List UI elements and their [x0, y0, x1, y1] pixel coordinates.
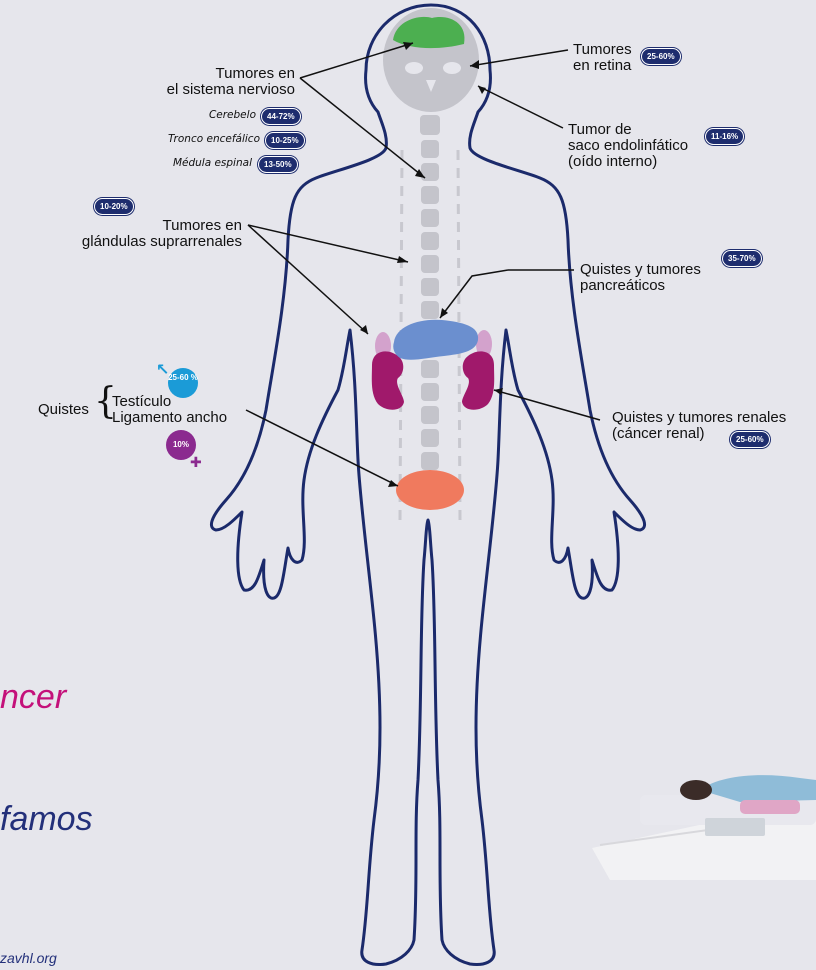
suprarrenal-badge: 10-20%	[94, 198, 134, 215]
testiculo-label: Testículo	[112, 394, 171, 410]
mri-machine-image	[592, 775, 816, 880]
cerebelo-badge: 44-72%	[261, 108, 301, 125]
partial-url-text: zavhl.org	[0, 950, 57, 966]
male-arrow-icon: ↖	[156, 360, 169, 379]
retina-badge: 25-60%	[641, 48, 681, 65]
suprarrenal-label: Tumores en glándulas suprarrenales	[20, 218, 242, 250]
ligamento-badge: 10%	[173, 440, 189, 449]
bladder	[396, 470, 464, 510]
partial-cancer-text: ncer	[0, 678, 66, 717]
saco-badge: 11-16%	[705, 128, 744, 145]
female-cross-icon: ✚	[190, 455, 202, 471]
medula-label: Médula espinal	[150, 157, 252, 169]
nervous-system-label: Tumores en el sistema nervioso	[120, 66, 295, 98]
ligamento-label: Ligamento ancho	[112, 410, 227, 426]
partial-famos-text: famos	[0, 800, 93, 839]
left-kidney	[372, 351, 404, 409]
tronco-label: Tronco encefálico	[150, 133, 260, 145]
retina-label: Tumores en retina	[573, 42, 632, 74]
quistes-label: Quistes	[38, 402, 89, 418]
pancreas	[393, 320, 478, 360]
cerebelo-label: Cerebelo	[150, 109, 256, 121]
pancreas-label: Quistes y tumores pancreáticos	[580, 262, 701, 294]
spine	[420, 115, 440, 470]
right-kidney	[462, 351, 494, 409]
male-symbol-badge: 25-60 %	[168, 368, 198, 398]
testiculo-badge: 25-60 %	[168, 373, 198, 382]
pancreas-badge: 35-70%	[722, 250, 762, 267]
medula-badge: 13-50%	[258, 156, 298, 173]
renal-badge: 25-60%	[730, 431, 770, 448]
saco-label: Tumor de saco endolinfático (oído intern…	[568, 122, 688, 170]
tronco-badge: 10-25%	[265, 132, 305, 149]
